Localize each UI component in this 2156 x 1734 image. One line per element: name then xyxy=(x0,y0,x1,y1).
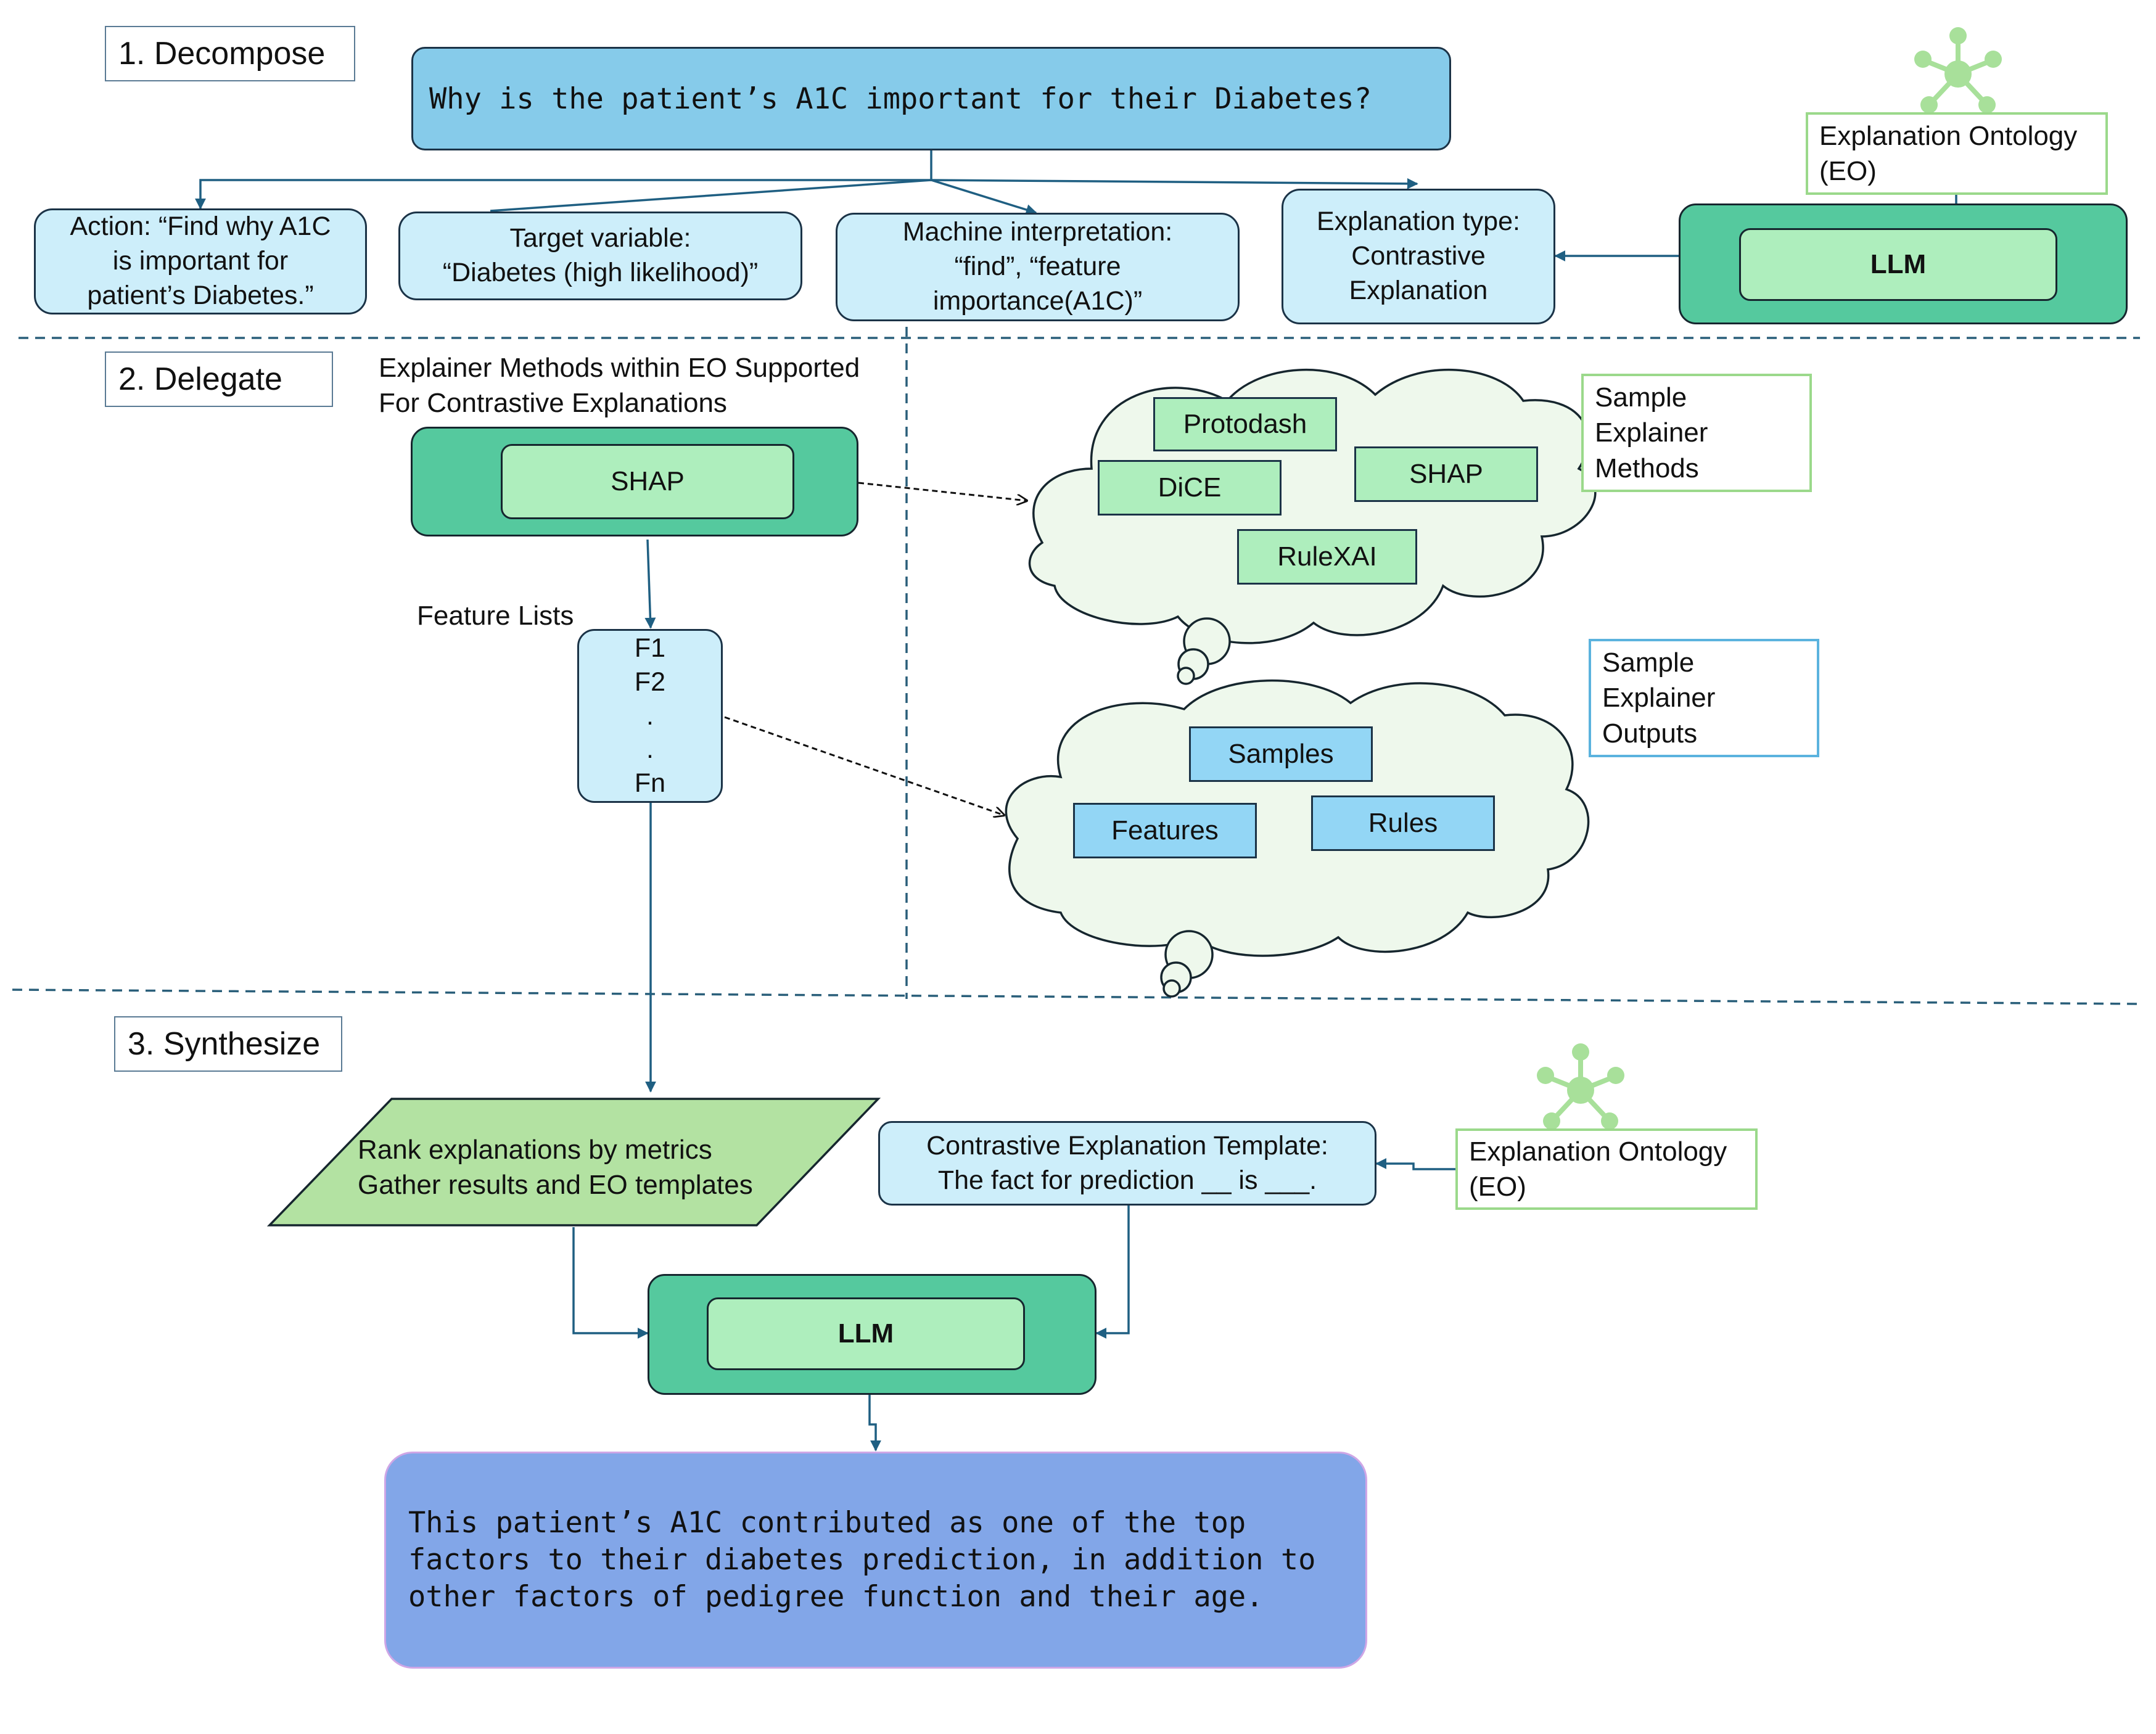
step-delegate-label: 2. Delegate xyxy=(105,351,333,407)
output-samples: Samples xyxy=(1189,726,1373,782)
output-features: Features xyxy=(1073,803,1257,858)
method-rulexai: RuleXAI xyxy=(1237,529,1417,585)
method-shap: SHAP xyxy=(1354,446,1538,502)
target-variable-box: Target variable:“Diabetes (high likeliho… xyxy=(398,212,802,300)
ontology-graph-icon xyxy=(1914,27,2002,113)
llm-bottom: LLM xyxy=(707,1297,1025,1370)
step-synthesize-label: 3. Synthesize xyxy=(114,1016,342,1072)
explanation-ontology-box: Explanation Ontology(EO) xyxy=(1806,112,2108,195)
llm-top: LLM xyxy=(1739,228,2057,301)
final-explanation-box: This patient’s A1C contributed as one of… xyxy=(384,1452,1367,1669)
step-decompose-label: 1. Decompose xyxy=(105,26,355,81)
shap-selected: SHAP xyxy=(501,444,794,519)
ontology-graph-icon xyxy=(1537,1043,1624,1130)
divider-line-2 xyxy=(12,988,2141,1005)
question-box: Why is the patient’s A1C important for t… xyxy=(411,47,1451,150)
methods-cloud-bubble-3 xyxy=(1177,667,1195,685)
explanation-ontology-box: Explanation Ontology(EO) xyxy=(1455,1128,1758,1210)
method-protodash: Protodash xyxy=(1153,397,1337,451)
feature-lists-label: Feature Lists xyxy=(417,601,574,631)
method-dice: DiCE xyxy=(1098,460,1282,516)
rank-parallelogram xyxy=(266,1098,881,1227)
output-rules: Rules xyxy=(1311,795,1495,851)
outputs-cloud-bubble-3 xyxy=(1162,979,1181,998)
contrastive-template-box: Contrastive Explanation Template:The fac… xyxy=(878,1121,1376,1206)
